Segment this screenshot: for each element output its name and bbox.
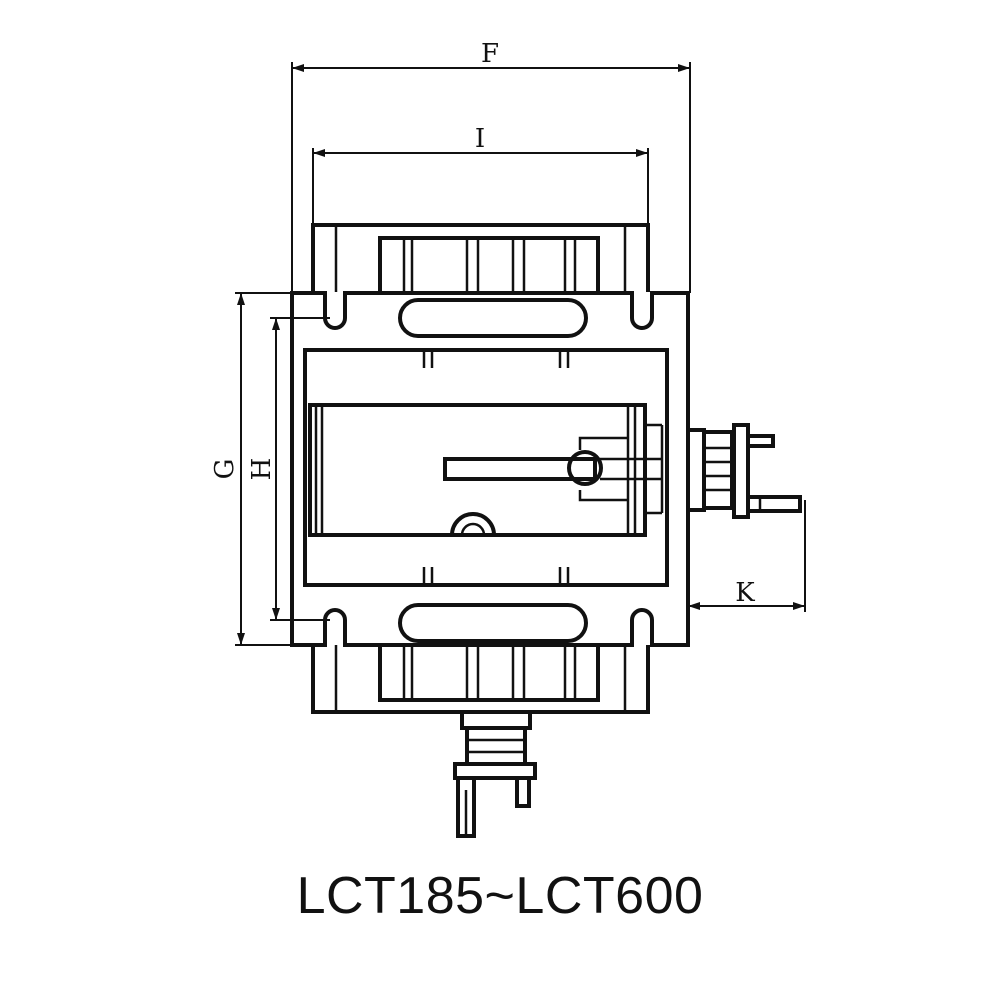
dimension-i: I	[312, 124, 649, 225]
dim-label-i: I	[475, 124, 485, 154]
dim-label-h: H	[247, 458, 277, 481]
main-body	[290, 291, 690, 647]
top-bracket	[311, 223, 650, 295]
dimension-k: K	[687, 500, 806, 645]
dimension-h: H	[247, 317, 330, 621]
bottom-connector	[453, 710, 537, 838]
top-slot	[398, 298, 588, 338]
dim-label-f: F	[481, 39, 499, 69]
dim-label-k: K	[735, 578, 755, 608]
right-connector	[686, 423, 802, 519]
dimension-f: F	[291, 39, 691, 293]
bottom-bracket	[311, 643, 650, 714]
dimension-g: G	[210, 292, 325, 646]
model-range-caption: LCT185~LCT600	[296, 867, 704, 925]
bottom-slot	[398, 603, 588, 643]
pivot-circle	[567, 450, 603, 486]
dim-label-g: G	[210, 459, 240, 480]
